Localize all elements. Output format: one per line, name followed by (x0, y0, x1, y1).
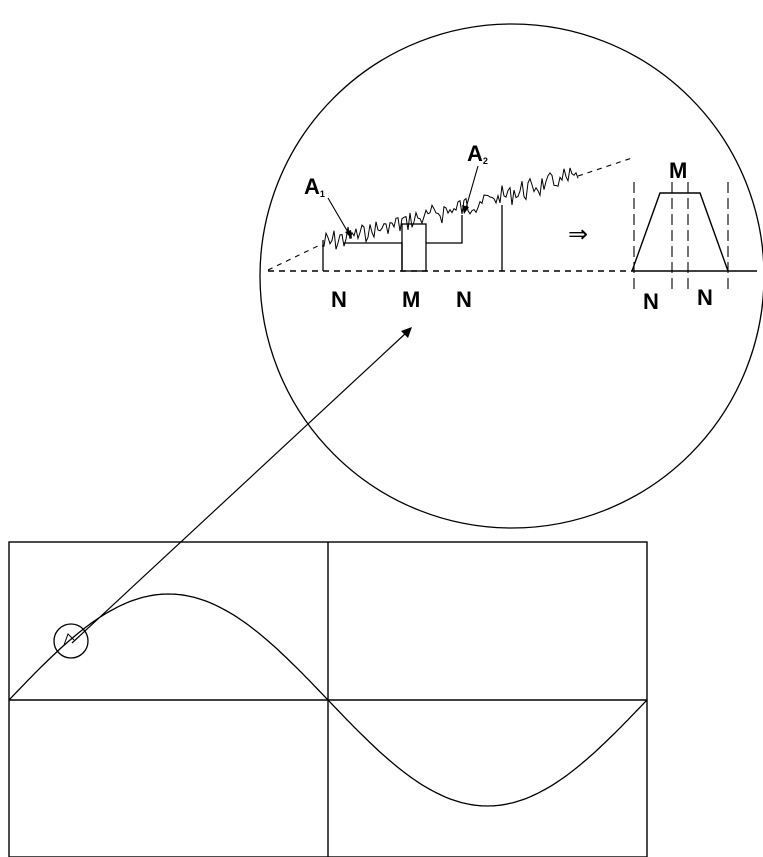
zoom-source-circle (53, 623, 89, 659)
zoom-connector-line (71, 332, 407, 644)
zoom-connector-arrowhead (401, 327, 412, 338)
label-m-center: M (402, 287, 420, 312)
a1-pointer-arrowhead (345, 230, 352, 239)
label-n-result-left: N (643, 289, 659, 314)
label-a2: A2 (467, 141, 488, 166)
transform-arrow-icon: ⇒ (568, 220, 588, 248)
label-n-left: N (331, 287, 347, 312)
trapezoid-window-shape (631, 192, 729, 272)
zoom-source-marker (63, 633, 75, 646)
window-m-box (401, 223, 427, 272)
magnified-view-circle (259, 23, 763, 529)
zoom-trend-dashed-end (577, 157, 633, 177)
sine-wave-curve (8, 593, 648, 807)
window-step-a2 (426, 215, 463, 244)
label-n-result-right: N (697, 285, 713, 310)
window-step-m (344, 242, 403, 271)
a2-pointer-line (465, 165, 479, 209)
label-a1: A1 (304, 174, 325, 199)
noisy-signal-line (321, 167, 579, 250)
zoom-trend-dashed-start (267, 243, 323, 271)
label-n-center: N (456, 287, 472, 312)
label-m-result: M (669, 158, 687, 183)
a1-pointer-line (327, 197, 350, 235)
a2-pointer-arrowhead (462, 205, 469, 214)
